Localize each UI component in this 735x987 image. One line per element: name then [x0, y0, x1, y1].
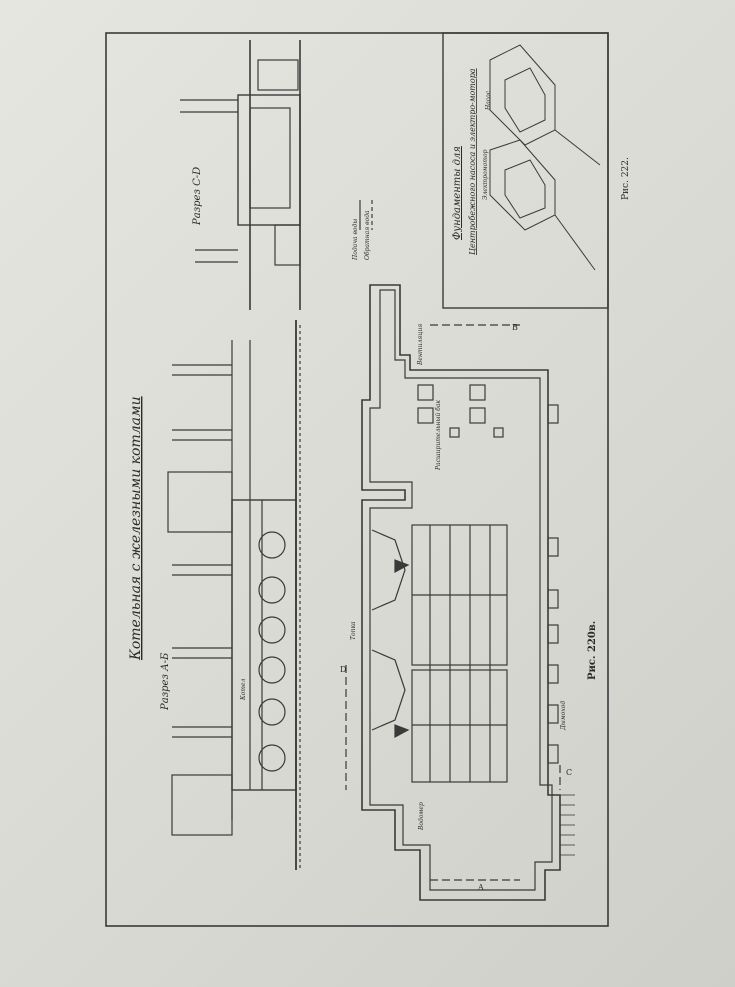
section-mark-a: A — [477, 883, 484, 892]
section-mark-d: D — [340, 665, 346, 674]
callout-expansion-tank: Расширительный бак — [435, 400, 442, 471]
section-cd-drawing — [180, 40, 301, 310]
callout-flue: Дымоход — [560, 701, 567, 731]
plan-drawing — [345, 284, 575, 901]
drawing-frame — [105, 32, 609, 927]
legend-supply: Подача воды — [352, 219, 359, 261]
foundations-subtitle: Центробежного насоса и электро-мотора — [468, 68, 477, 255]
callout-ventilation: Вентиляция — [417, 324, 424, 366]
foundations-title: Фундаменты для — [452, 146, 463, 240]
callout-motor: Электромотор — [482, 149, 489, 200]
callout-water-meter: Водомер — [418, 802, 425, 831]
figure-main-label: Рис. 220в. — [587, 621, 598, 680]
section-mark-c: C — [566, 768, 572, 777]
callout-furnace: Топка — [350, 621, 357, 640]
figure-inset-label: Рис. 222. — [621, 157, 631, 200]
section-cd-label: Разрез С-D — [192, 167, 203, 226]
section-mark-b: B — [512, 323, 518, 332]
section-ab-label: Разрез А-Б — [160, 652, 171, 711]
callout-pump: Насос — [485, 90, 492, 111]
foundations-inset-frame — [442, 32, 609, 309]
section-ab-drawing — [167, 320, 301, 870]
drawing-title: Котельная с железными котлами — [128, 396, 144, 661]
legend-return: Обратная вода — [364, 210, 371, 260]
foundation-sketches — [489, 44, 601, 271]
callout-boiler: Котел — [240, 679, 247, 701]
